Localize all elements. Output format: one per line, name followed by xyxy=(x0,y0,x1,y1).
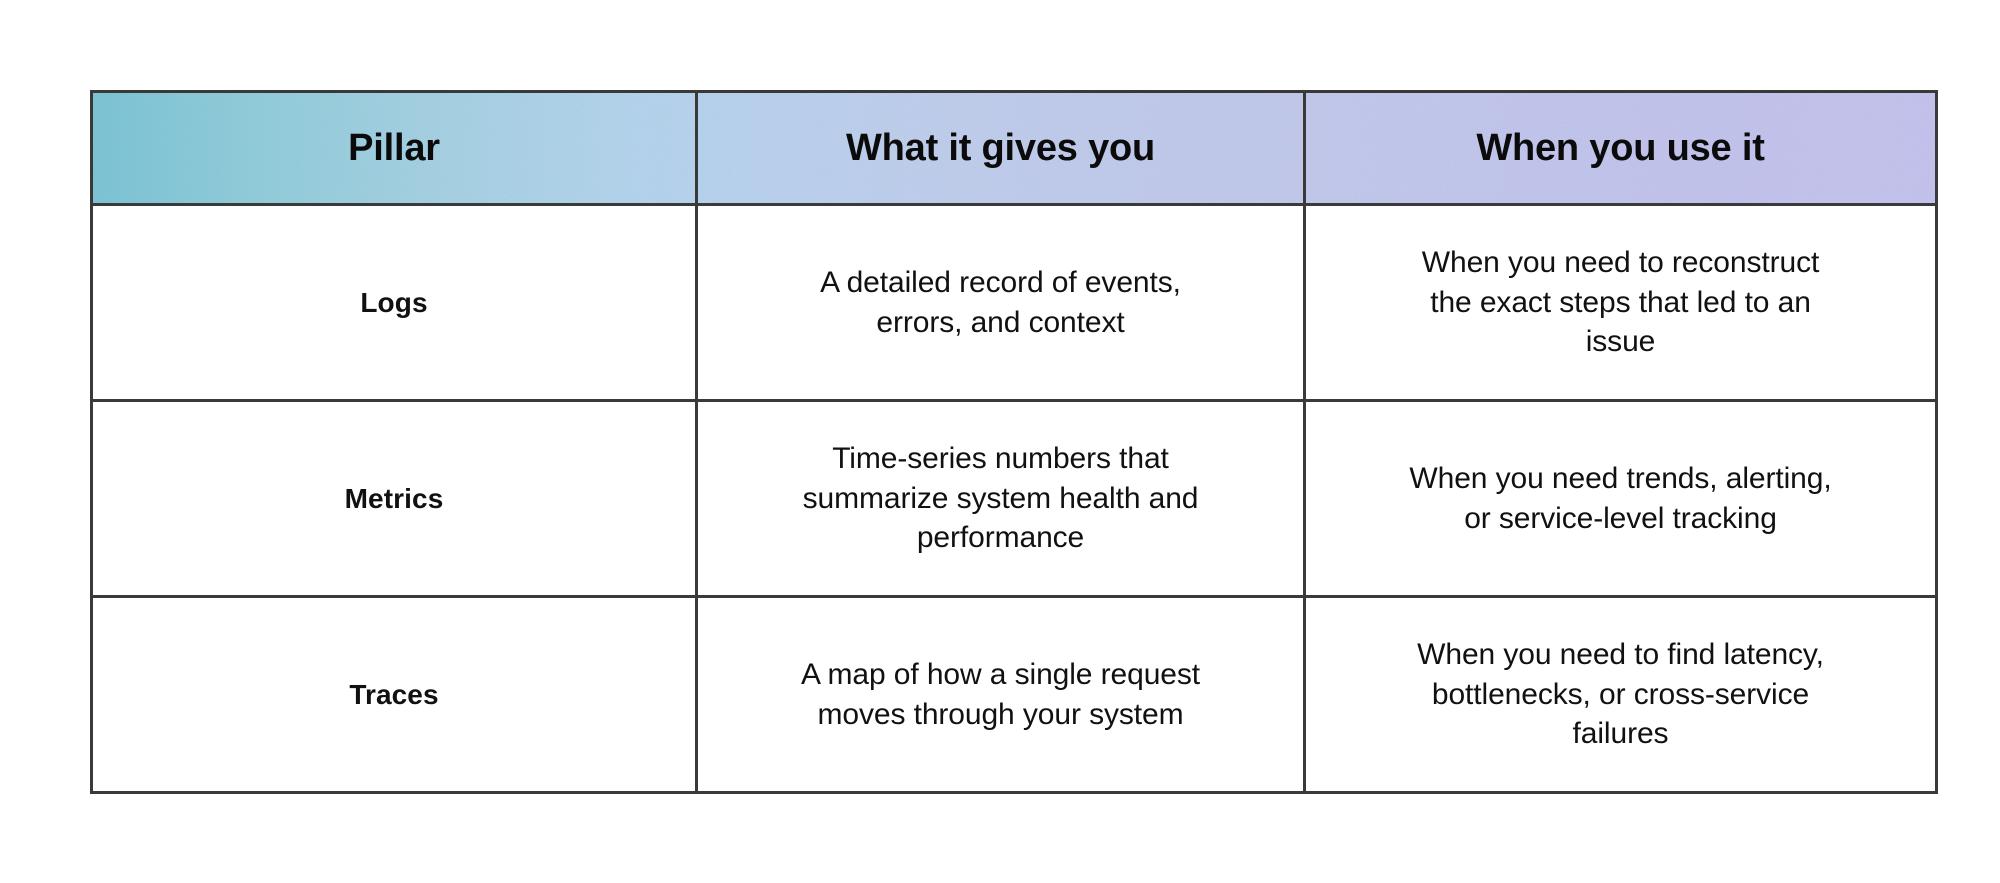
cell-what-it-gives-you: A detailed record of events, errors, and… xyxy=(695,203,1306,402)
cell-what-it-gives-you: Time-series numbers that summarize syste… xyxy=(695,399,1306,598)
cell-line: When you need to find latency, xyxy=(1417,638,1824,672)
cell-pillar-name: Metrics xyxy=(90,399,698,598)
cell-when-you-use-it: When you need to find latency, bottlenec… xyxy=(1303,595,1938,794)
cell-line: summarize system health and xyxy=(802,481,1199,515)
cell-line: When you need trends, alerting, xyxy=(1409,461,1832,495)
cell-line: bottlenecks, or cross-service xyxy=(1431,677,1810,711)
observability-pillars-table: Pillar What it gives you When you use it… xyxy=(90,90,1938,794)
cell-line: moves through your system xyxy=(817,697,1184,731)
column-header-when-you-use-it: When you use it xyxy=(1303,90,1938,206)
cell-line: Time-series numbers that xyxy=(832,442,1169,476)
cell-when-you-use-it: When you need to reconstruct the exact s… xyxy=(1303,203,1938,402)
cell-line: A detailed record of events, xyxy=(820,265,1181,299)
pillars-table-container: Pillar What it gives you When you use it… xyxy=(90,90,1938,794)
cell-line: or service-level tracking xyxy=(1464,501,1777,535)
cell-line: the exact steps that led to an xyxy=(1430,285,1811,319)
cell-when-you-use-it: When you need trends, alerting, or servi… xyxy=(1303,399,1938,598)
cell-line: issue xyxy=(1585,325,1656,359)
cell-line: errors, and context xyxy=(876,305,1125,339)
table-row: Traces A map of how a single request mov… xyxy=(90,595,1938,794)
table-row: Metrics Time-series numbers that summari… xyxy=(90,399,1938,598)
cell-line: A map of how a single request xyxy=(800,657,1200,691)
cell-pillar-name: Logs xyxy=(90,203,698,402)
cell-line: performance xyxy=(916,521,1085,555)
cell-line: failures xyxy=(1572,717,1669,751)
column-header-what-it-gives-you: What it gives you xyxy=(695,90,1306,206)
table-row: Logs A detailed record of events, errors… xyxy=(90,203,1938,402)
cell-pillar-name: Traces xyxy=(90,595,698,794)
column-header-pillar: Pillar xyxy=(90,90,698,206)
cell-what-it-gives-you: A map of how a single request moves thro… xyxy=(695,595,1306,794)
cell-line: When you need to reconstruct xyxy=(1421,246,1820,280)
table-header-row: Pillar What it gives you When you use it xyxy=(90,90,1938,206)
table-header: Pillar What it gives you When you use it xyxy=(90,90,1938,206)
table-body: Logs A detailed record of events, errors… xyxy=(90,203,1938,794)
